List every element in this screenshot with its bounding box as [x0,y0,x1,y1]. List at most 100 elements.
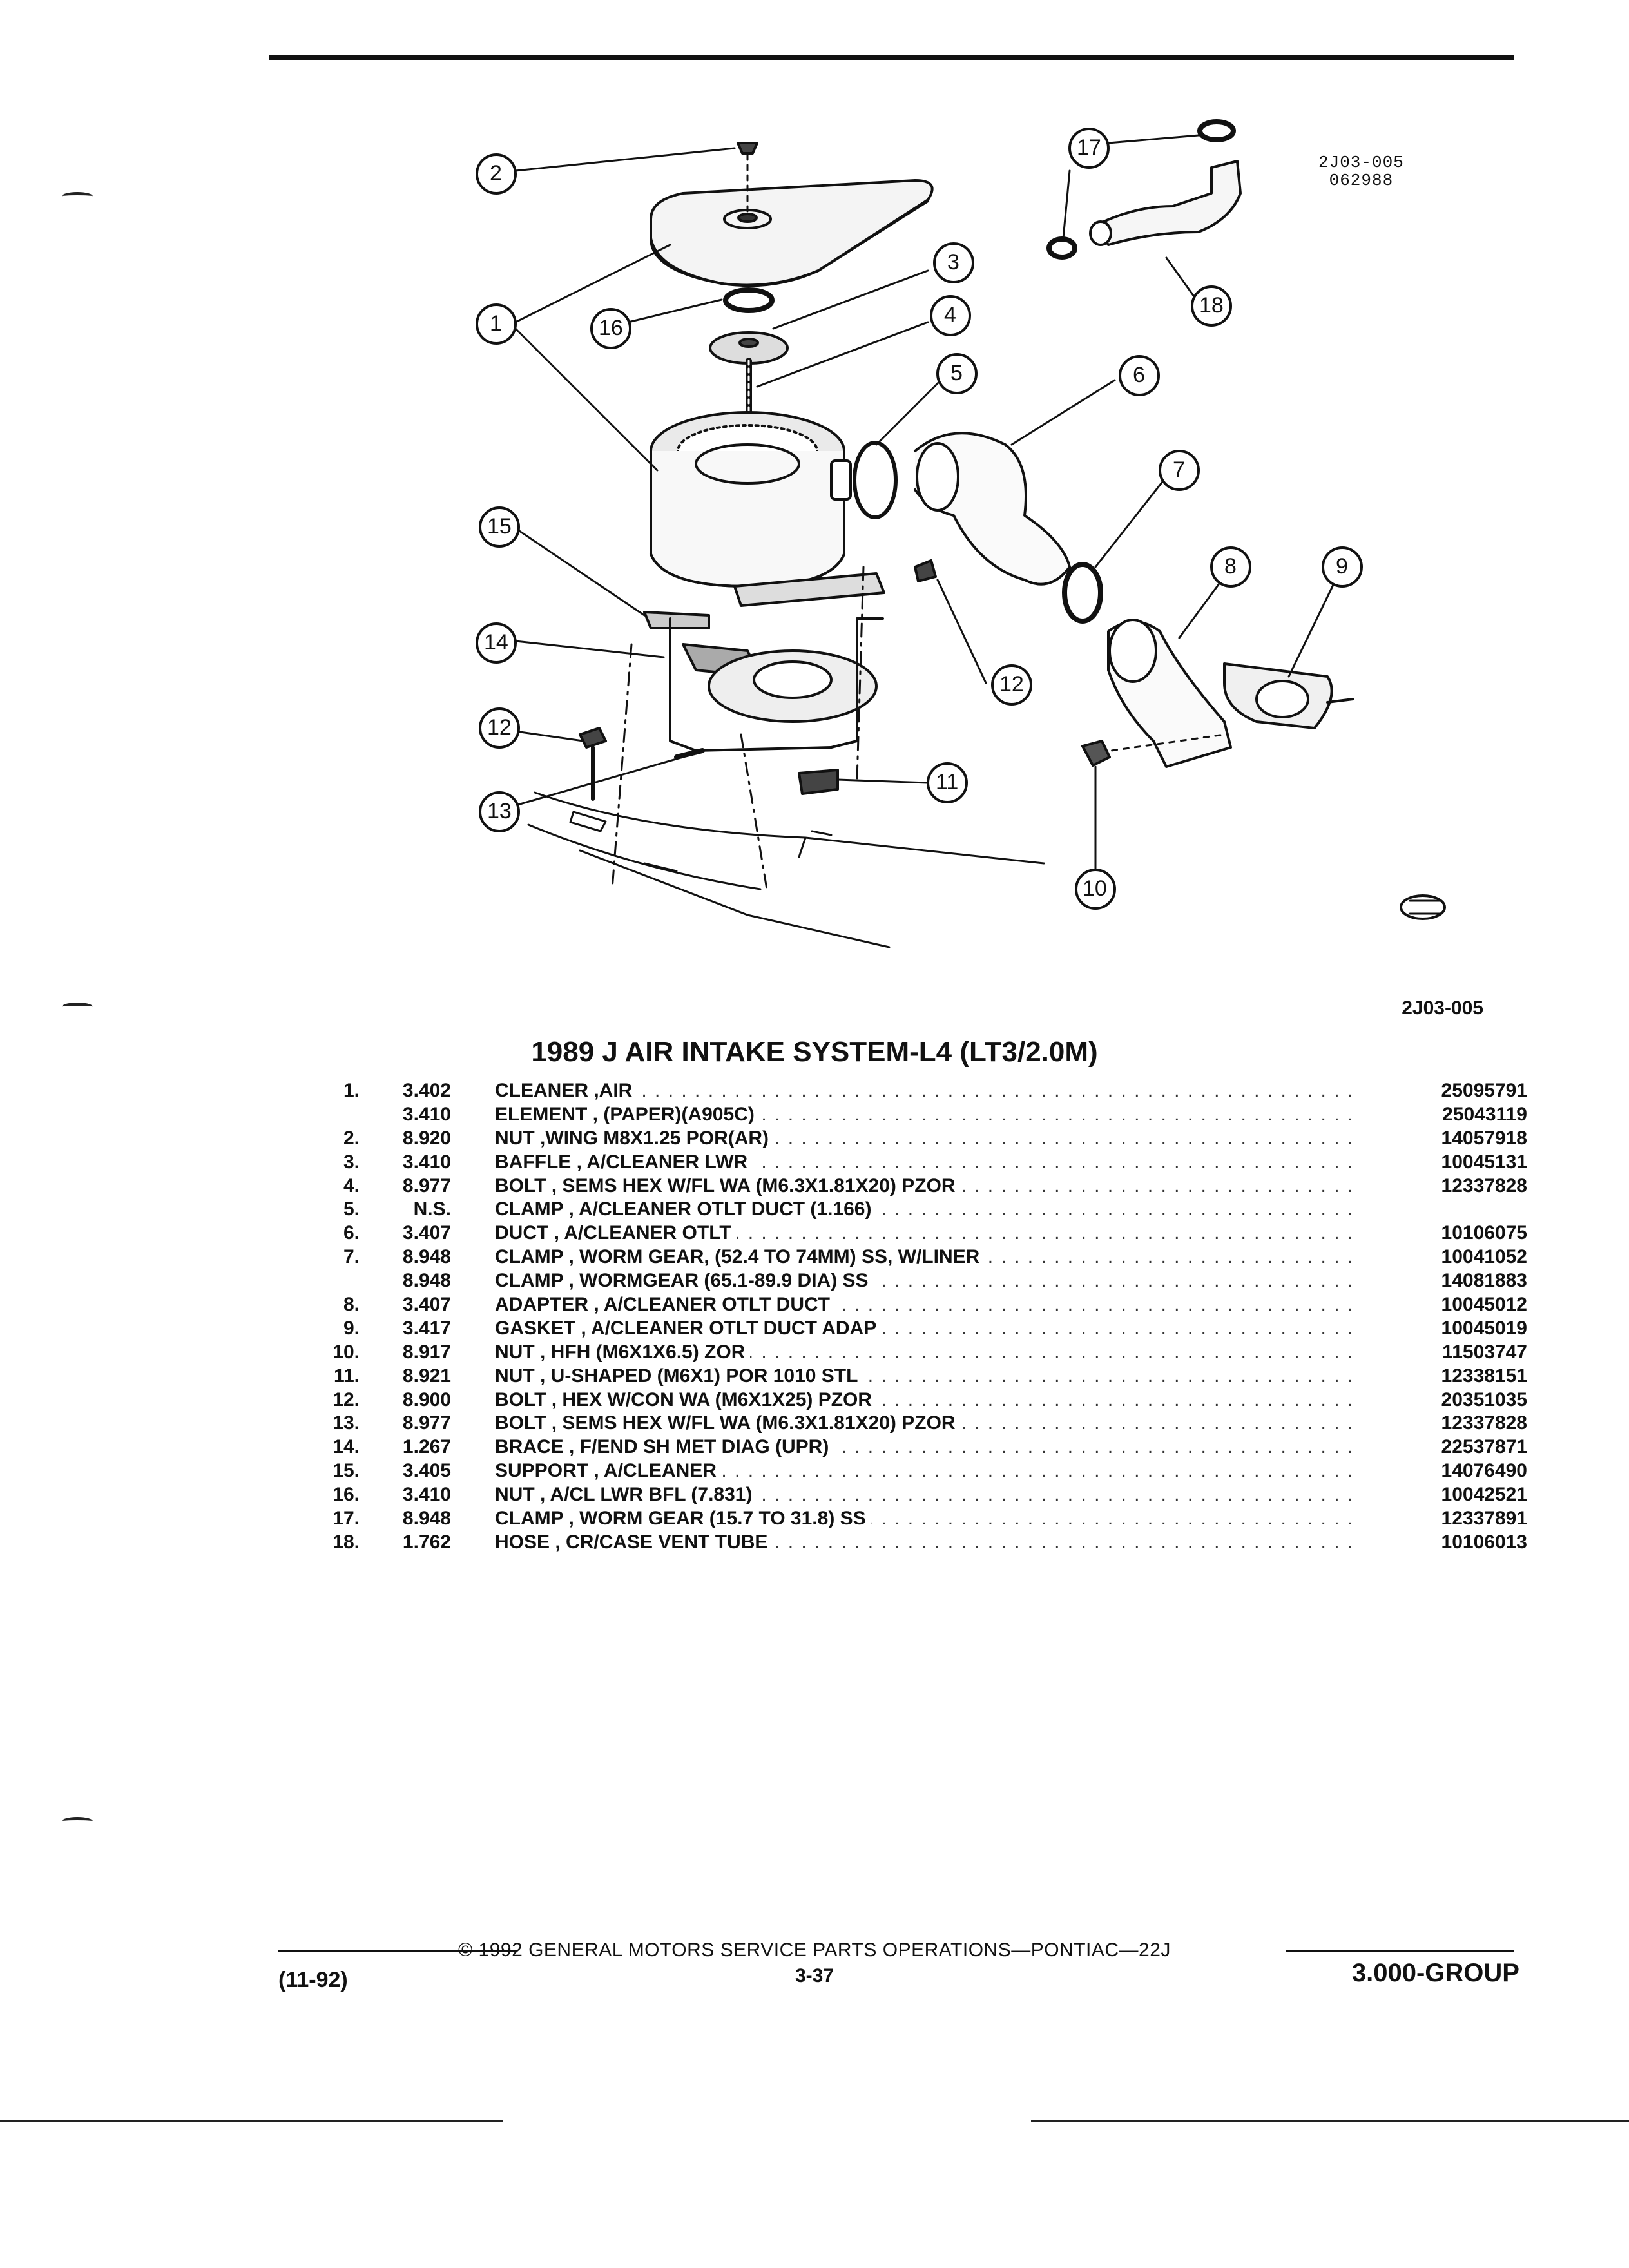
part-callout-number: 15. [333,1460,360,1482]
callout-11: 11 [936,770,959,794]
part-group-number: 8.948 [402,1246,451,1268]
part-description: CLAMP , WORM GEAR, (52.4 TO 74MM) SS, W/… [495,1246,985,1269]
part-number: 22537871 [1436,1436,1527,1459]
part-number: 12337828 [1436,1412,1527,1435]
part-callout-number: 18. [333,1531,360,1553]
part-callout-number: 7. [343,1246,360,1268]
figure-code-id: 2J03-005 [1318,153,1404,172]
parts-row: 18.1.762. . . . . . . . . . . . . . . . … [303,1531,1527,1555]
callout-3: 3 [947,250,959,274]
parts-row: 13.8.977. . . . . . . . . . . . . . . . … [303,1412,1527,1436]
part-description: SUPPORT , A/CLEANER [495,1460,722,1483]
part-group-number: 8.977 [402,1175,451,1196]
part-description: BRACE , F/END SH MET DIAG (UPR) [495,1436,834,1459]
part-group-number: 3.407 [402,1222,451,1244]
part-number: 12338151 [1436,1365,1527,1387]
exploded-parts-diagram [476,119,1446,948]
part-number: 10045012 [1436,1294,1527,1316]
part-group-number: 3.405 [402,1460,451,1482]
part-group-number: 3.407 [402,1294,451,1316]
parts-row: 5.N.S.. . . . . . . . . . . . . . . . . … [303,1198,1527,1222]
callout-17: 17 [1077,135,1101,160]
callout-15: 15 [487,514,512,539]
part-callout-number: 2. [343,1127,360,1149]
parts-row: 12.8.900. . . . . . . . . . . . . . . . … [303,1389,1527,1413]
callout-7: 7 [1173,457,1185,482]
binding-hole-mark [62,192,93,200]
callout-4: 4 [944,303,956,327]
parts-row: 16.3.410. . . . . . . . . . . . . . . . … [303,1484,1527,1508]
parts-row: 14.1.267. . . . . . . . . . . . . . . . … [303,1436,1527,1460]
callout-14: 14 [484,630,508,655]
part-number: 10041052 [1436,1246,1527,1269]
part-number: 14076490 [1436,1460,1527,1483]
part-description: BOLT , HEX W/CON WA (M6X1X25) PZOR [495,1389,878,1411]
part-description: CLAMP , WORM GEAR (15.7 TO 31.8) SS [495,1508,871,1530]
group-number: 3.000-GROUP [1351,1959,1519,1987]
part-number: 12337891 [1436,1508,1527,1530]
part-description: NUT , HFH (M6X1X6.5) ZOR [495,1341,751,1363]
section-title: 1989 J AIR INTAKE SYSTEM-L4 (LT3/2.0M) [531,1036,1098,1068]
part-description: CLAMP , WORMGEAR (65.1-89.9 DIA) SS [495,1270,874,1293]
part-group-number: 3.410 [402,1103,451,1125]
parts-row: 15.3.405. . . . . . . . . . . . . . . . … [303,1460,1527,1484]
figure-code: 2J03-005 062988 [1318,153,1404,189]
top-rule [269,55,1514,60]
part-number: 10106075 [1436,1222,1527,1245]
callout-5: 5 [950,361,963,385]
part-group-number: 3.402 [402,1080,451,1101]
part-callout-number: 11. [333,1365,360,1387]
part-callout-number: 1. [343,1080,360,1101]
part-number: 10045131 [1436,1151,1527,1173]
figure-code-date: 062988 [1329,171,1394,190]
parts-row: 4.8.977. . . . . . . . . . . . . . . . .… [303,1175,1527,1199]
callout-13: 13 [487,799,512,823]
leader-dots: . . . . . . . . . . . . . . . . . . . . … [495,1080,1358,1101]
part-group-number: 3.417 [402,1317,451,1339]
binding-hole-mark [62,1817,93,1825]
reference-code: 2J03-005 [1402,997,1483,1019]
part-callout-number: 10. [333,1341,360,1363]
callout-12: 12 [999,672,1024,697]
part-description: BOLT , SEMS HEX W/FL WA (M6.3X1.81X20) P… [495,1175,961,1197]
part-description: GASKET , A/CLEANER OTLT DUCT ADAP [495,1317,882,1340]
parts-row: 11.8.921. . . . . . . . . . . . . . . . … [303,1365,1527,1389]
part-group-number: N.S. [413,1198,451,1220]
part-description: BOLT , SEMS HEX W/FL WA (M6.3X1.81X20) P… [495,1412,961,1435]
part-number: 10106013 [1436,1531,1527,1553]
footer-rule-right [1286,1950,1514,1952]
copyright-line: © 1992 GENERAL MOTORS SERVICE PARTS OPER… [458,1939,1171,1961]
parts-row: 6.3.407. . . . . . . . . . . . . . . . .… [303,1222,1527,1246]
part-callout-number: 17. [333,1508,360,1530]
part-description: NUT , U-SHAPED (M6X1) POR 1010 STL [495,1365,863,1387]
part-description: ELEMENT , (PAPER)(A905C) [495,1103,760,1126]
part-callout-number: 4. [343,1175,360,1196]
part-number: 10042521 [1436,1484,1527,1506]
part-group-number: 8.900 [402,1389,451,1410]
part-callout-number: 12. [333,1389,360,1410]
parts-row: 10.8.917. . . . . . . . . . . . . . . . … [303,1341,1527,1365]
bottom-rule-right [1031,2120,1629,2122]
callout-16: 16 [599,316,623,340]
part-number: 25043119 [1437,1103,1527,1126]
part-group-number: 8.917 [402,1341,451,1363]
part-callout-number: 3. [343,1151,360,1173]
parts-row: 3.3.410. . . . . . . . . . . . . . . . .… [303,1151,1527,1175]
callout-1: 1 [490,311,502,336]
part-group-number: 8.977 [402,1412,451,1434]
callout-6: 6 [1133,363,1145,387]
part-description: DUCT , A/CLEANER OTLT [495,1222,737,1245]
binding-hole-mark [62,1003,93,1011]
parts-row: 8.3.407. . . . . . . . . . . . . . . . .… [303,1294,1527,1318]
parts-row: 8.948. . . . . . . . . . . . . . . . . .… [303,1270,1527,1294]
part-group-number: 3.410 [402,1484,451,1506]
callout-10: 10 [1083,876,1107,901]
part-description: CLEANER ,AIR [495,1080,638,1102]
callout-2: 2 [490,161,502,186]
part-description: CLAMP , A/CLEANER OTLT DUCT (1.166) [495,1198,877,1221]
footer-rule-left [278,1950,517,1952]
parts-list: 1. 3.402 . . . . . . . . . . . . . . . . .… [303,1080,1527,1555]
part-callout-number: 14. [333,1436,360,1458]
part-callout-number: 16. [333,1484,360,1506]
part-group-number: 8.920 [402,1127,451,1149]
